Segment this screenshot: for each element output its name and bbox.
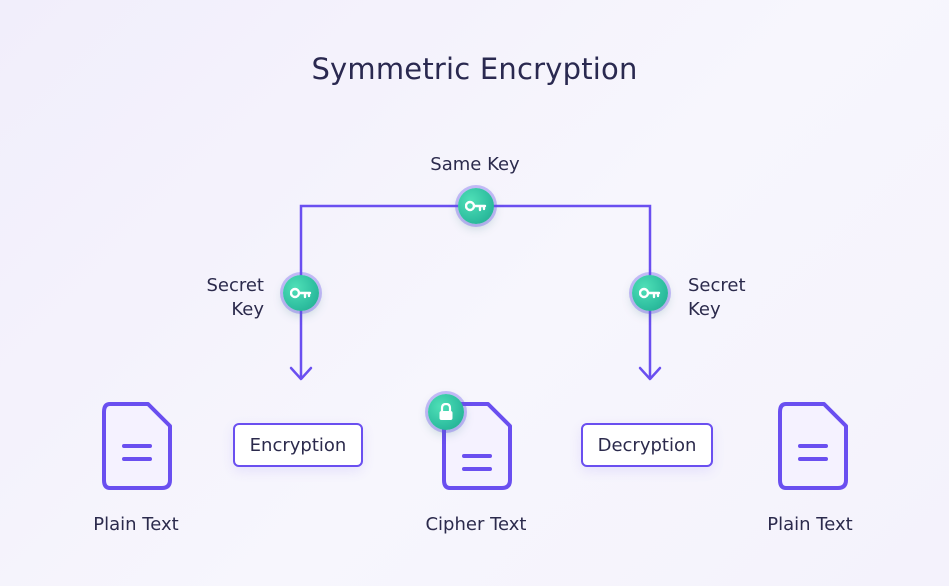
encryption-box: Encryption: [233, 423, 363, 467]
secret-key-left-label: Secret Key: [206, 275, 264, 320]
document-icon: [778, 402, 848, 490]
document-icon: [102, 402, 172, 490]
key-icon: [283, 275, 319, 311]
diagram-title: Symmetric Encryption: [311, 52, 638, 86]
cipher-text-label: Cipher Text: [425, 514, 527, 535]
plain-text-right-label: Plain Text: [767, 514, 853, 535]
key-icon: [632, 275, 668, 311]
same-key-label: Same Key: [430, 154, 520, 175]
lock-icon: [428, 394, 464, 430]
decryption-box: Decryption: [581, 423, 713, 467]
secret-key-right-label: Secret Key: [688, 275, 746, 320]
plain-text-left-label: Plain Text: [93, 514, 179, 535]
key-icon: [458, 188, 494, 224]
arrow-down-icon: [289, 366, 313, 381]
arrow-down-icon: [638, 366, 662, 381]
